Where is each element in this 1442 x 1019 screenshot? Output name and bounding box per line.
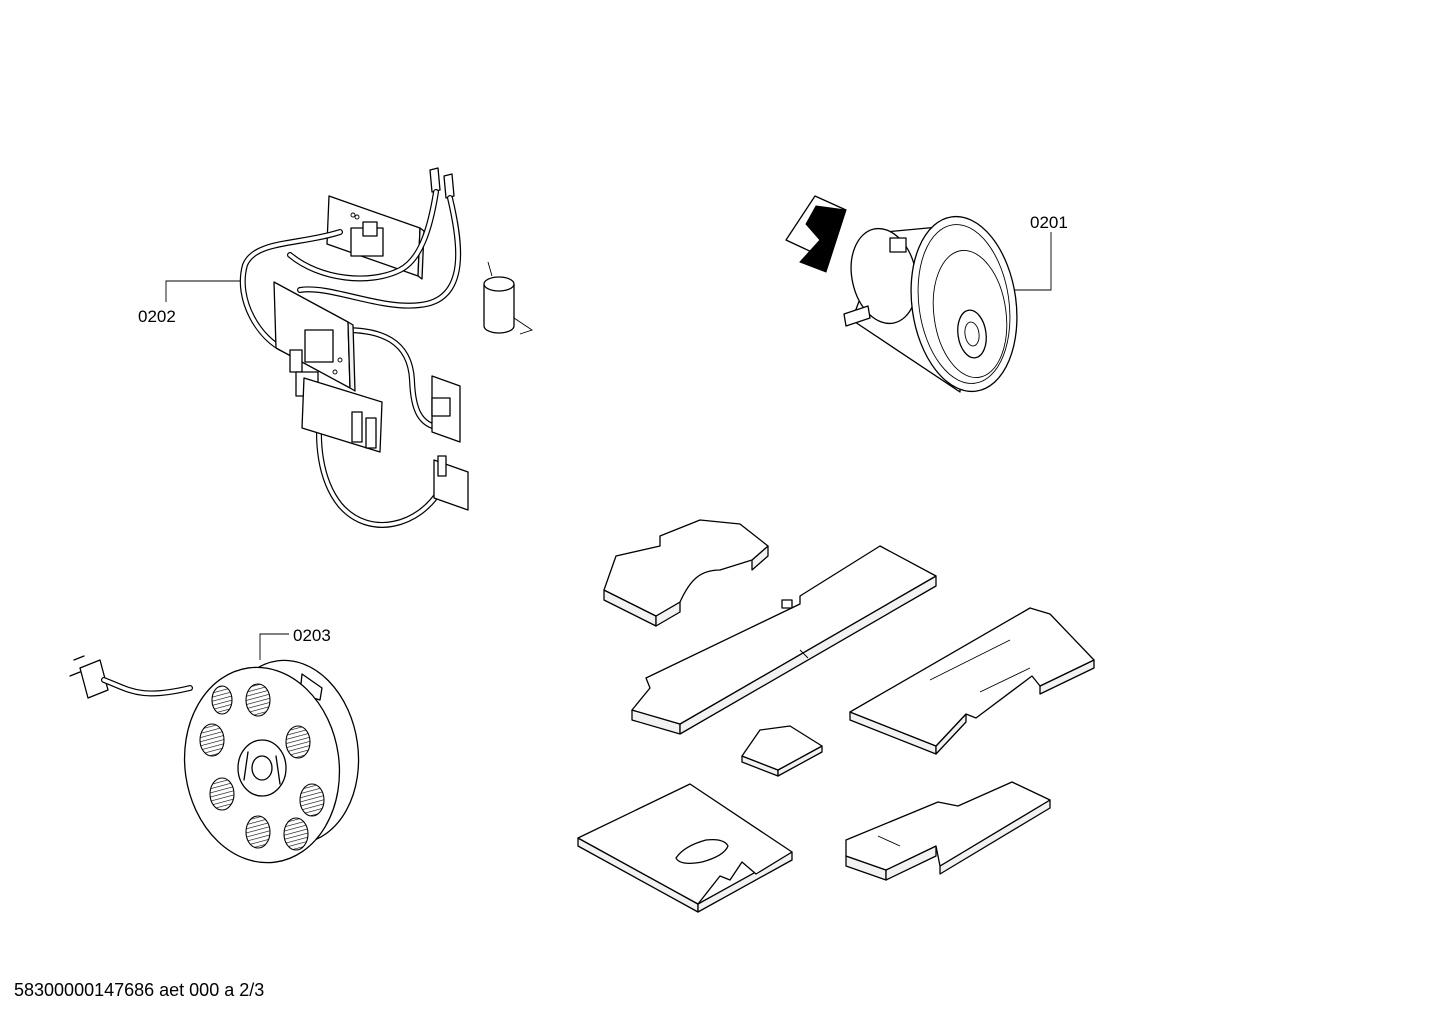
electronics-assembly-0202 xyxy=(239,167,534,528)
power-plug xyxy=(69,655,193,699)
reel-hub xyxy=(237,739,287,797)
main-circuit-board xyxy=(273,281,356,397)
end-bracket xyxy=(433,455,469,511)
wedge-pad xyxy=(849,607,1095,755)
drawing-reference: 58300000147686 aet 000 a 2/3 xyxy=(14,980,265,1000)
capacitor xyxy=(483,261,534,335)
insulation-pads xyxy=(577,519,1095,913)
callout-0202: 0202 xyxy=(138,280,240,326)
connector-tabs xyxy=(429,167,455,199)
callout-0203: 0203 xyxy=(259,626,331,660)
callout-label-0202: 0202 xyxy=(138,307,176,326)
lower-board xyxy=(301,377,383,453)
square-board xyxy=(431,375,461,443)
callout-label-0203: 0203 xyxy=(293,626,331,645)
motor-body xyxy=(843,215,1018,393)
motor-assembly-0201 xyxy=(785,195,1018,393)
switch-board xyxy=(326,195,425,280)
cable-reel-0203 xyxy=(69,655,360,864)
callout-label-0201: 0201 xyxy=(1030,213,1068,232)
small-pad xyxy=(741,725,823,777)
stepped-board xyxy=(845,781,1051,881)
wire-harness xyxy=(239,189,462,528)
slotted-board xyxy=(577,783,793,913)
long-board xyxy=(631,545,937,735)
callout-0201: 0201 xyxy=(1014,213,1068,291)
motor-gasket xyxy=(785,195,847,273)
reel-holes xyxy=(199,683,325,851)
curved-pad xyxy=(603,519,769,627)
